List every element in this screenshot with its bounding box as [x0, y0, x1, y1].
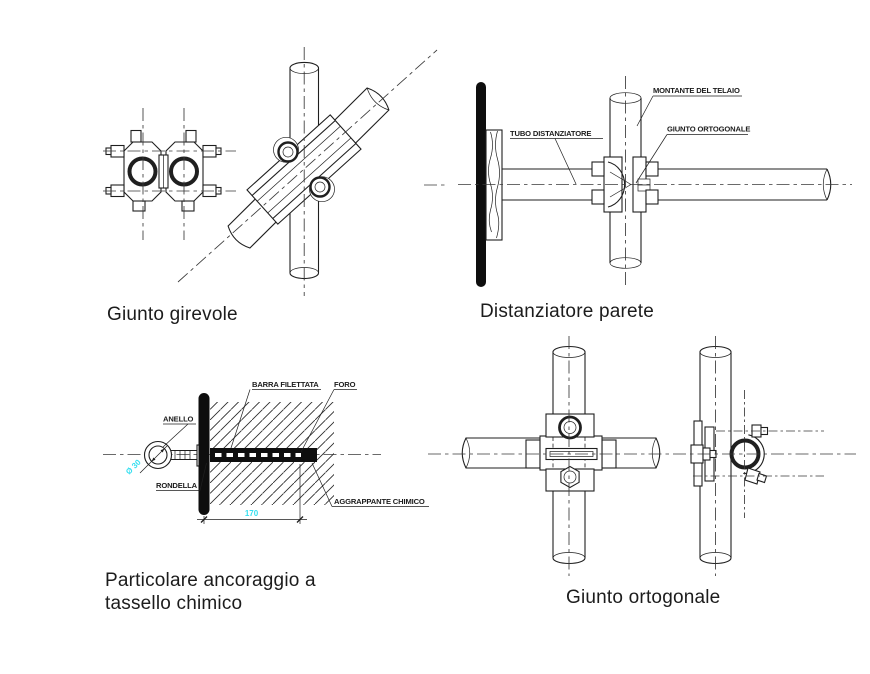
clamp-bolt-rings — [273, 136, 335, 203]
centerlines — [177, 47, 445, 296]
orthogonal-joint-side-view — [690, 336, 824, 576]
hex-nut — [560, 465, 580, 489]
annotations: MONTANTE DEL TELAIO GIUNTO ORTOGONALE TU… — [510, 86, 750, 185]
horizontal-tube-right — [646, 168, 832, 201]
dimension-170: 170 — [197, 464, 307, 524]
distanziatore-parete-view: MONTANTE DEL TELAIO GIUNTO ORTOGONALE TU… — [458, 76, 852, 322]
dimension-ring-diameter-text: Ø 30 — [124, 457, 143, 476]
caption-giunto-girevole: Giunto girevole — [107, 304, 238, 325]
caption-particolare-line2: tassello chimico — [105, 593, 242, 614]
spacer-tube — [502, 168, 604, 201]
swivel-clamp-iso-view — [177, 47, 445, 296]
chemical-anchor-bar — [210, 448, 317, 462]
label-giunto-ortogonale: GIUNTO ORTOGONALE — [667, 125, 750, 134]
caption-giunto-ortogonale: Giunto ortogonale — [566, 587, 720, 608]
label-aggrappante-chimico: AGGRAPPANTE CHIMICO — [334, 497, 425, 506]
annotations: ANELLO BARRA FILETTATA FORO RONDELLA AGG… — [156, 380, 429, 507]
caption-distanziatore-parete: Distanziatore parete — [480, 301, 654, 322]
label-anello: ANELLO — [163, 415, 194, 424]
bolt-ring — [558, 415, 582, 440]
centerlines — [458, 76, 852, 285]
anchor-ring — [139, 440, 173, 474]
label-montante-del-telaio: MONTANTE DEL TELAIO — [653, 86, 740, 95]
particolare-ancoraggio-view: 170 Ø 30 ANELLO BARRA FILETTATA FORO RON… — [103, 380, 429, 614]
centerlines — [103, 108, 236, 240]
label-rondella: RONDELLA — [156, 481, 198, 490]
label-barra-filettata: BARRA FILETTATA — [252, 380, 319, 389]
swivel-clamp-front-view — [103, 108, 236, 240]
giunto-ortogonale-view: Giunto ortogonale — [428, 336, 856, 608]
label-tubo-distanziatore: TUBO DISTANZIATORE — [510, 129, 591, 138]
dimension-length-text: 170 — [245, 509, 259, 518]
label-foro: FORO — [334, 380, 356, 389]
threaded-bar-stem — [170, 449, 198, 461]
orthogonal-joint-front-view — [461, 336, 661, 576]
tube-section-left — [127, 156, 158, 187]
wall-plate — [485, 129, 503, 241]
giunto-girevole-view: Giunto girevole — [103, 47, 445, 325]
caption-particolare-line1: Particolare ancoraggio a — [105, 570, 316, 591]
